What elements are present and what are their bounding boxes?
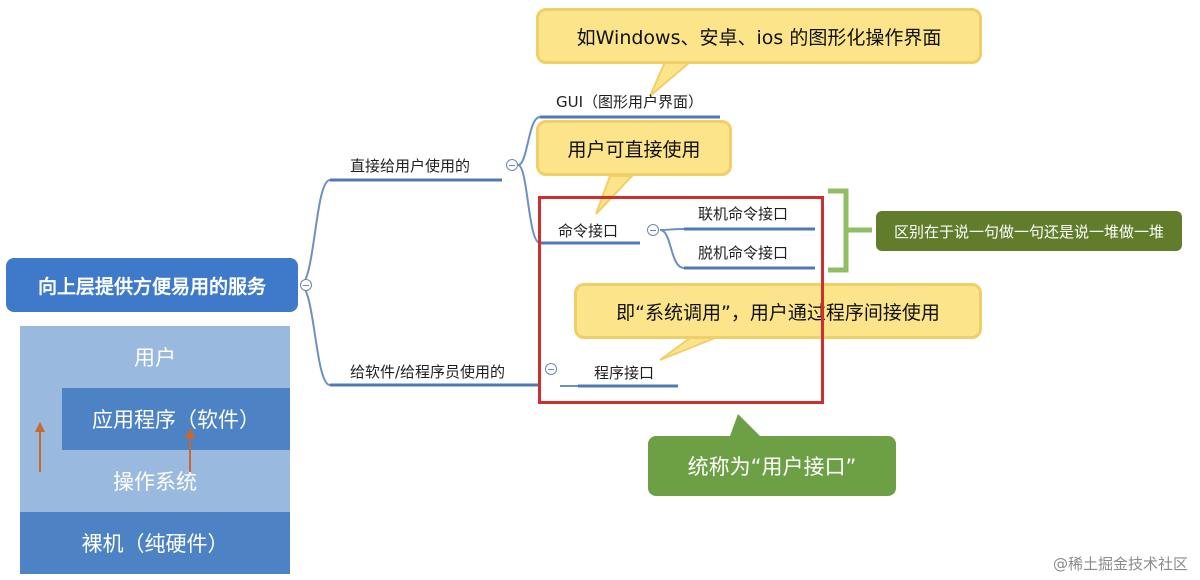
gui-callout-pointer bbox=[649, 61, 693, 97]
watermark: @稀土掘金技术社区 bbox=[1052, 555, 1188, 573]
node-online-command[interactable]: 联机命令接口 bbox=[698, 205, 789, 223]
syscall-callout-text: 即“系统调用”，用户通过程序间接使用 bbox=[616, 301, 940, 324]
layer-hardware: 裸机（纯硬件） bbox=[20, 512, 290, 574]
layer-os: 操作系统 bbox=[20, 450, 290, 512]
user-interface-highlight-box bbox=[538, 196, 824, 404]
command-callout-pointer bbox=[595, 175, 635, 215]
command-collapse-icon[interactable] bbox=[647, 224, 659, 236]
node-command[interactable]: 命令接口 bbox=[558, 222, 619, 240]
layer-hardware-label: 裸机（纯硬件） bbox=[81, 532, 229, 556]
root-node-label: 向上层提供方便易用的服务 bbox=[37, 275, 266, 298]
branch-direct[interactable]: 直接给用户使用的 bbox=[350, 157, 471, 175]
command-callout-text: 用户可直接使用 bbox=[567, 138, 701, 161]
branch-direct-collapse-icon[interactable] bbox=[506, 159, 518, 171]
difference-note: 区别在于说一句做一句还是说一堆做一堆 bbox=[876, 211, 1182, 251]
green-bracket bbox=[828, 188, 872, 273]
difference-note-text: 区别在于说一句做一句还是说一堆做一堆 bbox=[893, 222, 1164, 241]
syscall-callout: 即“系统调用”，用户通过程序间接使用 bbox=[574, 283, 982, 339]
gui-callout-text: 如Windows、安卓、ios 的图形化操作界面 bbox=[576, 26, 942, 49]
layer-user-label: 用户 bbox=[134, 346, 176, 370]
root-collapse-icon[interactable] bbox=[300, 279, 312, 291]
summary-note: 统称为“用户接口” bbox=[648, 436, 896, 496]
layer-diagram: 用户 应用程序（软件） 操作系统 裸机（纯硬件） bbox=[20, 326, 290, 574]
branch-program[interactable]: 给软件/给程序员使用的 bbox=[350, 363, 506, 381]
layer-user: 用户 bbox=[20, 326, 290, 388]
layer-application-label: 应用程序（软件） bbox=[92, 408, 260, 432]
root-node[interactable]: 向上层提供方便易用的服务 bbox=[6, 258, 298, 312]
layer-application: 应用程序（软件） bbox=[62, 388, 290, 450]
branch-program-collapse-icon[interactable] bbox=[545, 363, 557, 375]
node-gui[interactable]: GUI（图形用户界面） bbox=[556, 93, 704, 111]
summary-pointer bbox=[730, 414, 760, 436]
gui-callout: 如Windows、安卓、ios 的图形化操作界面 bbox=[536, 8, 982, 64]
layer-arrows bbox=[35, 422, 195, 472]
summary-note-text: 统称为“用户接口” bbox=[687, 455, 857, 479]
node-offline-command[interactable]: 脱机命令接口 bbox=[698, 244, 789, 262]
node-program-interface[interactable]: 程序接口 bbox=[594, 364, 655, 382]
layer-os-label: 操作系统 bbox=[113, 470, 197, 494]
command-callout: 用户可直接使用 bbox=[536, 120, 732, 176]
